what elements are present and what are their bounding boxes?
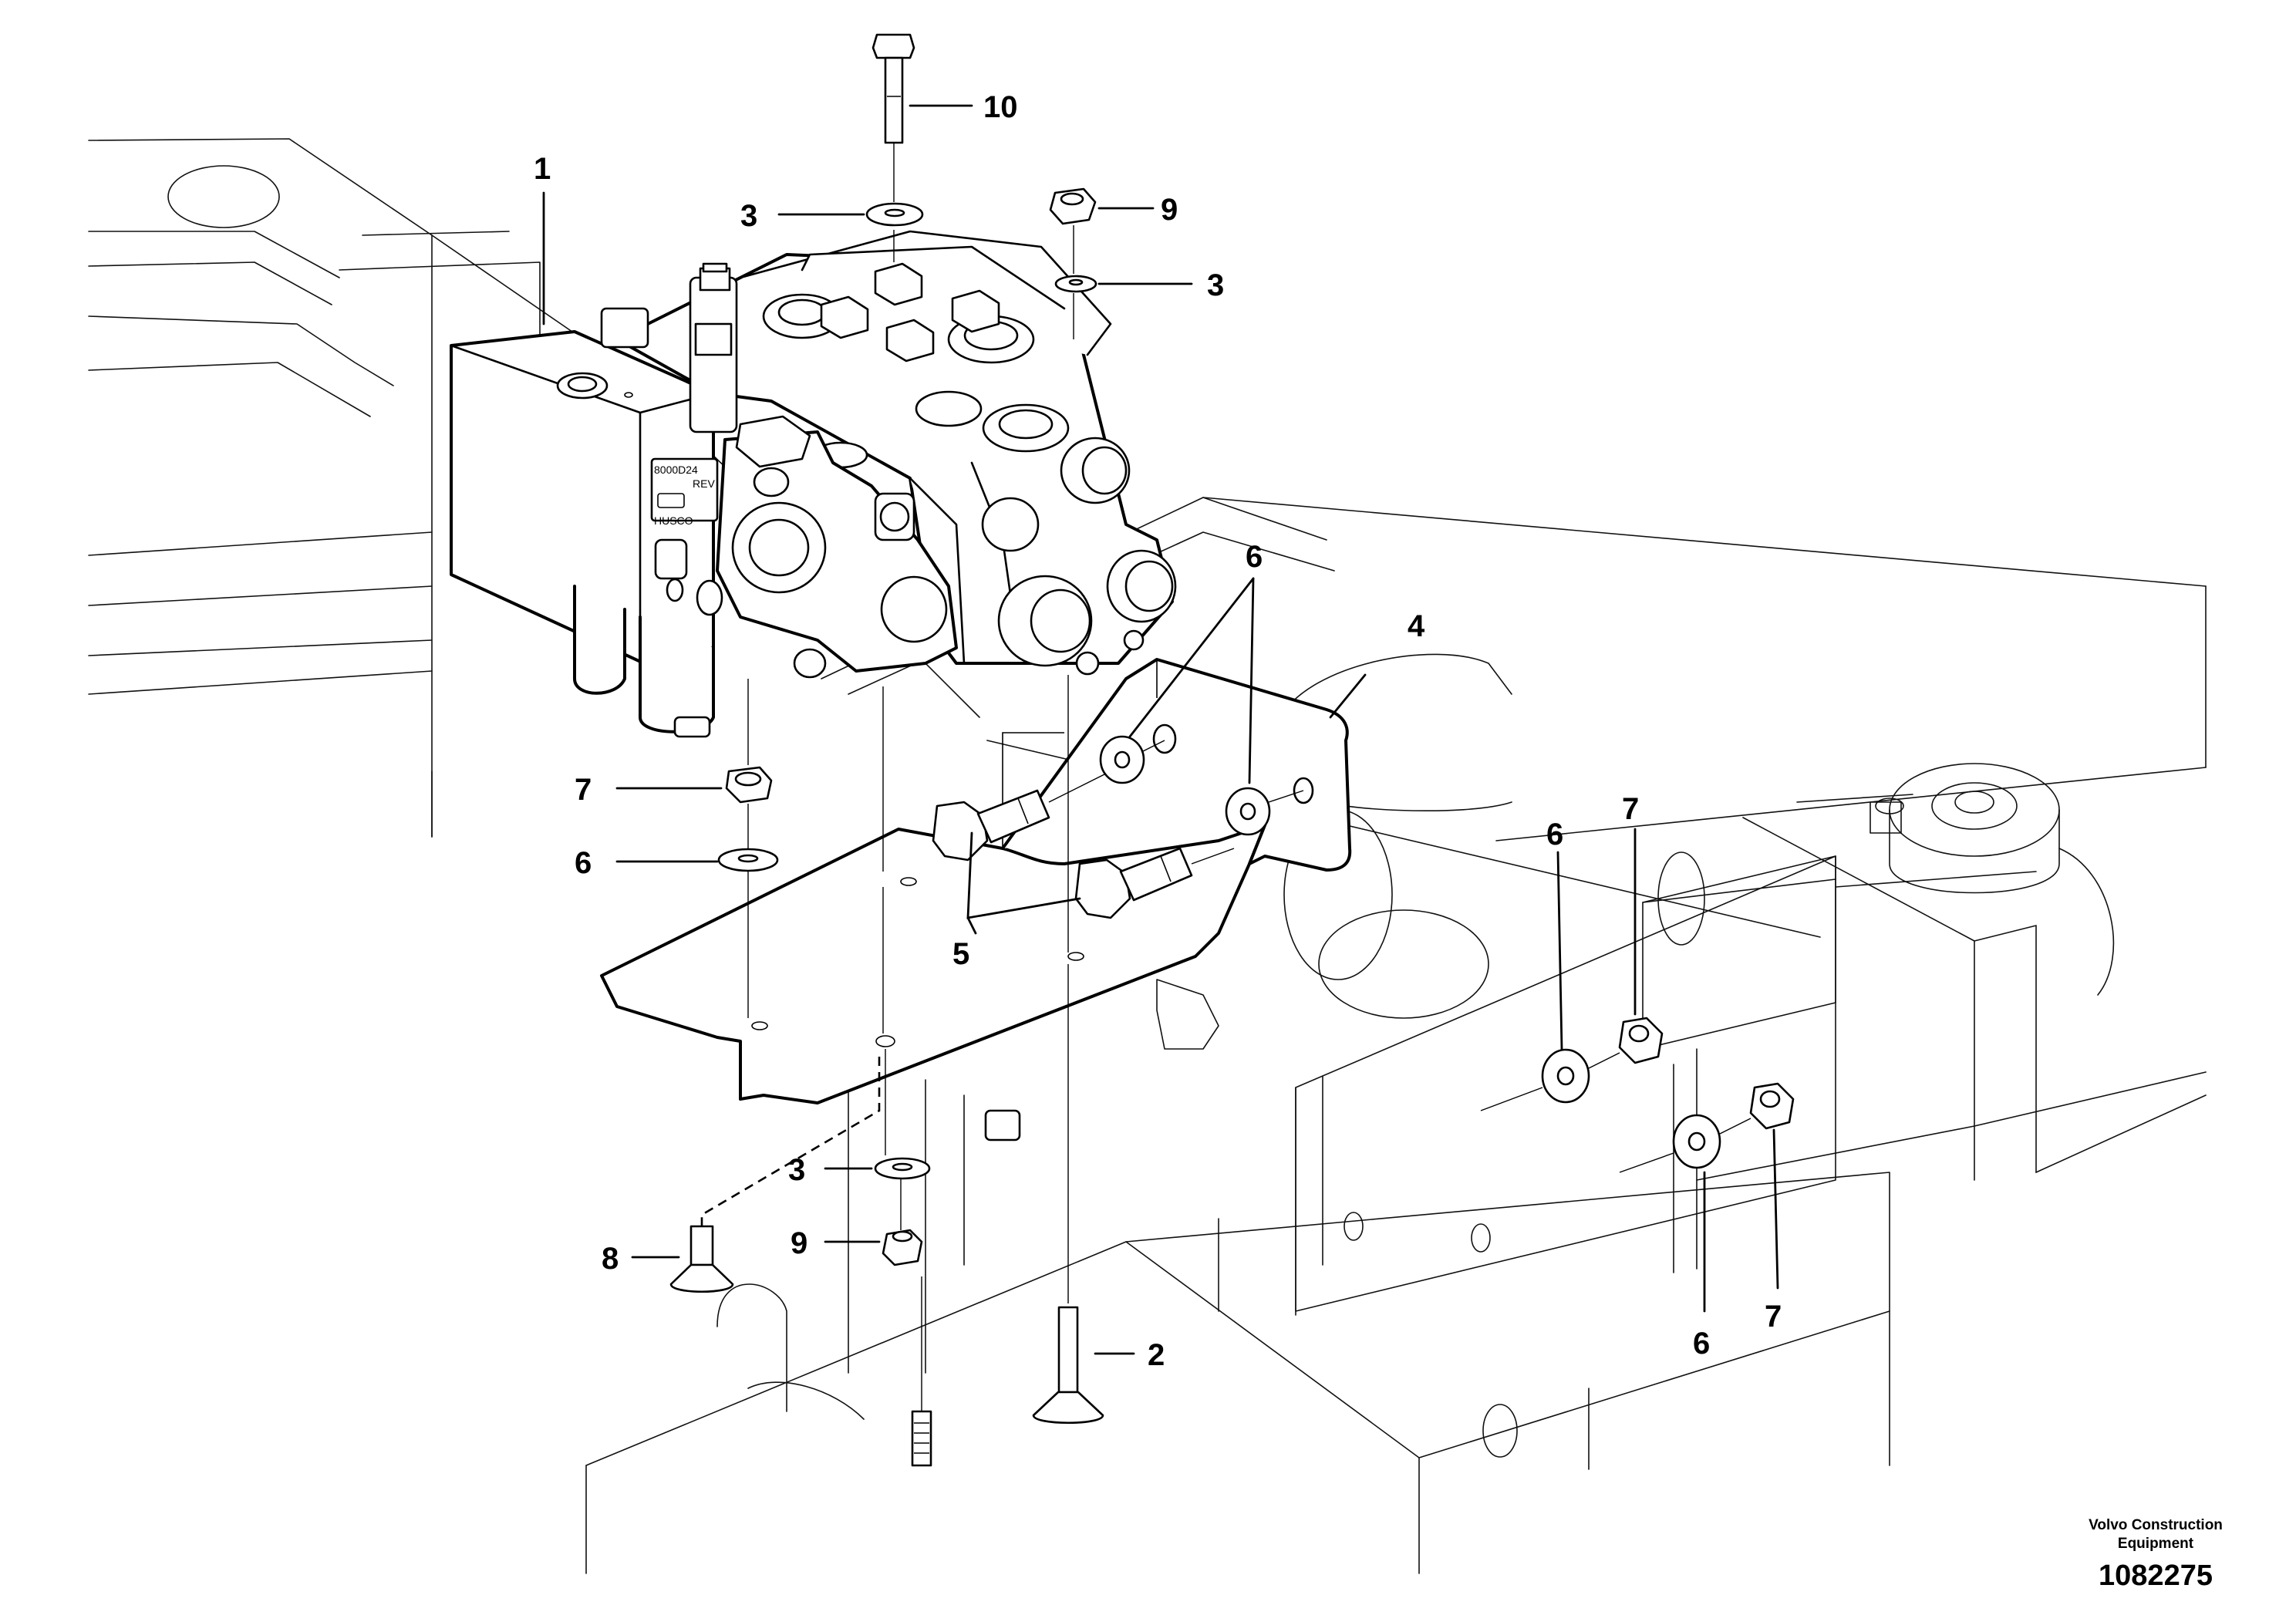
callout-4: 4 — [1408, 609, 1425, 643]
fasteners — [669, 33, 1795, 1467]
callout-7-left: 7 — [575, 773, 592, 807]
callout-6-right-upper: 6 — [1546, 818, 1563, 851]
brand-line-1: Volvo Construction — [2089, 1517, 2223, 1533]
callout-2: 2 — [1148, 1338, 1165, 1372]
callout-6-left: 6 — [575, 846, 592, 880]
callout-1: 1 — [534, 152, 551, 186]
bolt-item-5-right — [1074, 847, 1193, 919]
drawing-footer: Volvo Construction Equipment 1082275 — [2089, 1517, 2223, 1592]
callout-6-right-lower: 6 — [1693, 1327, 1710, 1361]
callout-3-bottom: 3 — [788, 1153, 805, 1187]
bolt-item-2 — [1032, 1306, 1104, 1424]
valve-model-marking: 8000D24 — [654, 464, 698, 476]
control-valve-assembly: 8000D24 REV HUSCO — [450, 230, 1177, 738]
callout-3-right: 3 — [1207, 268, 1224, 302]
screw-item-8 — [669, 1225, 734, 1293]
callout-8: 8 — [602, 1242, 619, 1276]
valve-maker-marking: HUSCO — [654, 514, 693, 527]
callout-5: 5 — [952, 937, 969, 971]
callout-7-right-upper: 7 — [1622, 792, 1639, 826]
drawing-number: 1082275 — [2099, 1560, 2213, 1592]
callout-3-top: 3 — [740, 199, 757, 233]
valve-rev-marking: REV — [693, 477, 715, 490]
mounting-bracket-plate — [600, 658, 1352, 1104]
bolt-item-10 — [872, 33, 915, 144]
brand-line-2: Equipment — [2118, 1536, 2194, 1552]
callout-9-bottom: 9 — [791, 1226, 807, 1260]
callout-7-right-lower: 7 — [1765, 1300, 1782, 1334]
threaded-stud — [911, 1410, 932, 1467]
bolt-item-5-left — [932, 789, 1050, 862]
callout-10: 10 — [983, 90, 1018, 124]
leader-lines — [542, 104, 1779, 1355]
nut-item-9-bottom — [882, 1229, 923, 1266]
callout-9-top: 9 — [1161, 193, 1178, 227]
callout-6-bracket: 6 — [1246, 540, 1263, 574]
callout-labels: 10 3 9 3 1 4 6 5 7 6 3 9 8 2 6 7 6 7 — [534, 90, 1782, 1372]
